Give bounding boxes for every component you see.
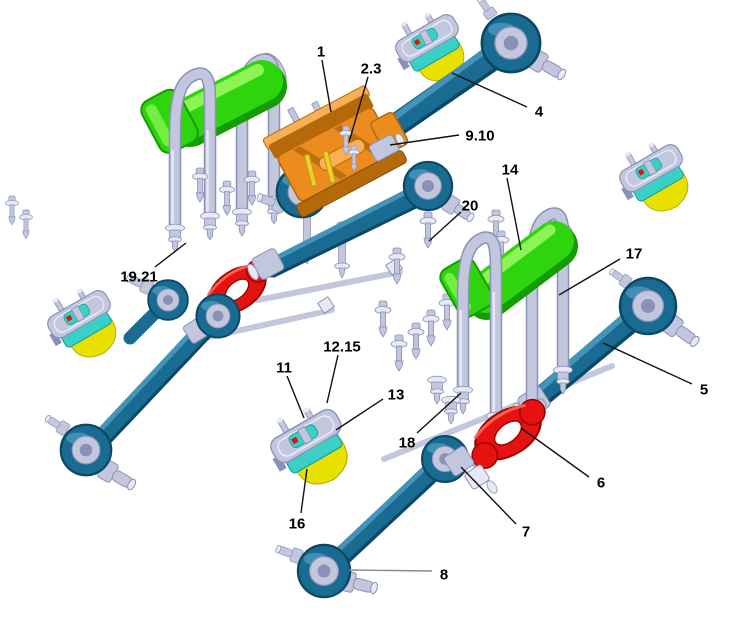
callout-line-19.21 xyxy=(154,242,187,268)
callout-line-7 xyxy=(460,466,517,525)
u-bolt-front-icon xyxy=(456,231,503,423)
bolt-icon xyxy=(219,180,235,216)
callout-line-5 xyxy=(602,342,693,385)
bolt-icon xyxy=(390,334,408,372)
callout-label-8: 8 xyxy=(440,567,448,584)
callout-label-11: 11 xyxy=(276,360,292,377)
bolt-icon xyxy=(19,209,33,240)
bearing-blocks xyxy=(443,445,498,494)
callout-label-13: 13 xyxy=(388,387,405,404)
rod-eye-icon xyxy=(195,293,241,339)
wedge-pin-icon xyxy=(322,150,337,184)
u-bolt-front-icon xyxy=(168,67,217,235)
callout-label-9.10: 9.10 xyxy=(465,128,494,145)
callout-line-4 xyxy=(451,72,528,108)
rod-eye-icon xyxy=(402,160,454,212)
rubber-mount-center xyxy=(255,391,365,502)
spring-saddle-upper xyxy=(140,52,287,253)
callout-label-19.21: 19.21 xyxy=(120,269,158,286)
bolt-icon xyxy=(5,195,19,226)
callout-line-9.10 xyxy=(389,134,460,146)
callout-line-16 xyxy=(300,468,308,514)
rod-eye-icon xyxy=(618,276,678,336)
spring-saddle-lower xyxy=(427,207,578,443)
u-bolt-nut-icon xyxy=(232,207,252,237)
callout-line-11 xyxy=(286,375,305,419)
callout-line-1 xyxy=(321,59,332,113)
u-bolt-nut-icon xyxy=(165,223,185,253)
callout-line-13 xyxy=(335,398,384,431)
callout-line-14 xyxy=(506,177,522,251)
frame-bracket xyxy=(262,85,409,218)
callout-label-18: 18 xyxy=(399,435,416,452)
wedge-pin-icon xyxy=(303,153,318,188)
bolt-icon xyxy=(422,309,440,347)
rubber-mount-right xyxy=(606,128,704,227)
bolt-icon xyxy=(419,211,437,249)
rod-eye-icon xyxy=(480,12,542,74)
middle-rod-right-half xyxy=(247,160,478,281)
callout-label-16: 16 xyxy=(289,516,306,533)
middle-rod-left-half xyxy=(42,293,241,496)
callout-label-14: 14 xyxy=(502,162,519,179)
bolt-icon xyxy=(407,322,425,360)
rod-eye-icon xyxy=(296,543,352,599)
callout-label-7: 7 xyxy=(522,524,530,541)
callout-label-20: 20 xyxy=(462,198,479,215)
lower-assembly xyxy=(255,207,704,599)
callout-label-1: 1 xyxy=(317,44,325,61)
callout-line-2.3 xyxy=(348,76,369,143)
callout-label-4: 4 xyxy=(535,104,544,121)
upper-assembly xyxy=(5,0,570,496)
rod-eye-icon xyxy=(59,423,113,477)
callout-label-12.15: 12.15 xyxy=(323,339,361,356)
lower-rod-left-half xyxy=(273,435,469,599)
bolt-icon xyxy=(374,300,392,338)
rod-end-link xyxy=(123,270,189,345)
rod-eye-icon xyxy=(147,279,189,321)
callout-label-17: 17 xyxy=(626,246,643,263)
rod-mounting-block xyxy=(368,133,405,162)
callout-label-6: 6 xyxy=(597,475,605,492)
clevis-block xyxy=(247,248,285,281)
callout-line-6 xyxy=(520,427,590,478)
callout-line-20 xyxy=(428,211,462,242)
callout-label-2.3: 2.3 xyxy=(361,61,382,78)
callout-label-5: 5 xyxy=(700,382,708,399)
rubber-mount-left xyxy=(34,274,132,373)
callout-line-12.15 xyxy=(326,354,339,404)
u-bolt-nut-icon xyxy=(200,211,220,241)
u-bolt-nut-icon xyxy=(441,395,461,425)
callout-line-8 xyxy=(348,569,433,572)
cross-pin-icon xyxy=(474,0,498,21)
callout-line-18 xyxy=(416,392,462,434)
callout-line-17 xyxy=(558,258,621,296)
callout-layer: 1 2.3 4 9.10 14 20 17 19.21 5 12.15 11 13 18 6 16 7 8 xyxy=(120,44,708,584)
